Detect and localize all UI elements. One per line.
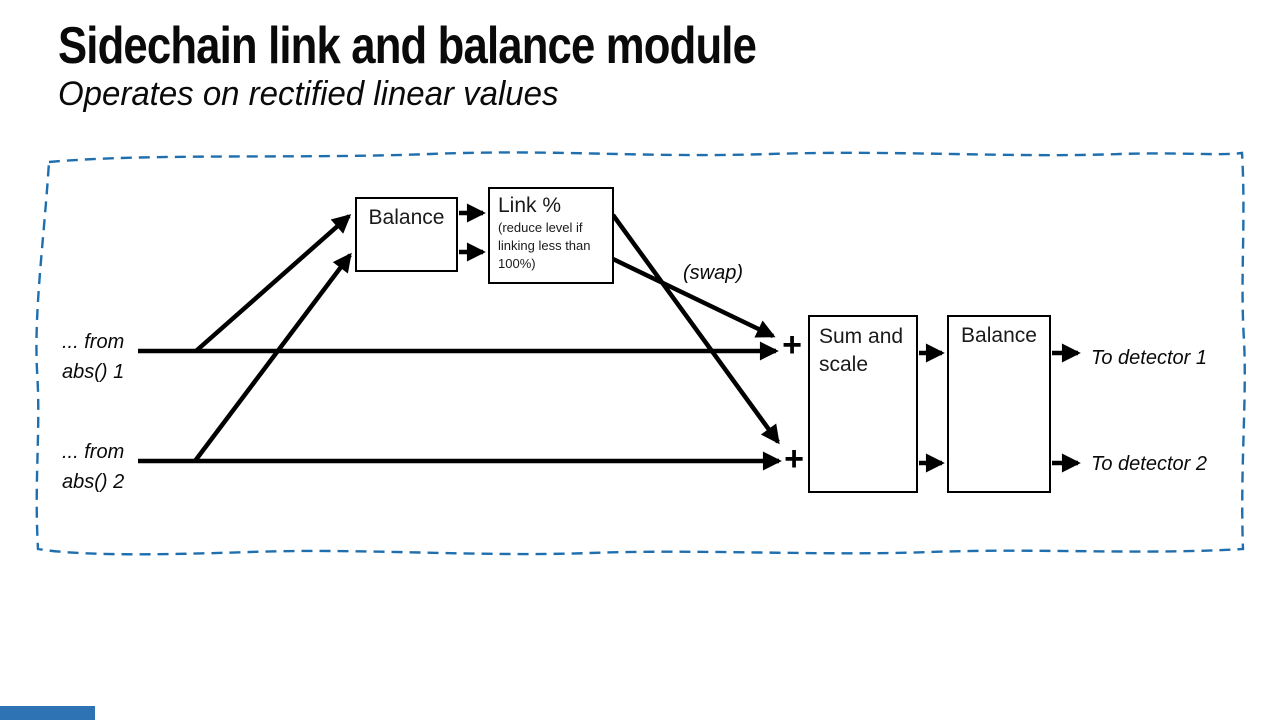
arrow-link-swap-to-upper-sum [612, 256, 776, 339]
input-label-abs2: ... from abs() 2 [62, 437, 124, 497]
link-percent-box: Link % (reduce level if linking less tha… [488, 187, 614, 284]
input-abs1-line1: ... from [62, 331, 125, 353]
input-label-abs1: ... from abs() 1 [62, 327, 124, 387]
link-note-line-3: 100%) [498, 256, 536, 271]
arrow-abs2-to-balance1 [193, 252, 352, 463]
sum-junction-plus-bottom: + [784, 440, 804, 478]
balance-box-2-label: Balance [961, 324, 1037, 347]
output-label-detector2: To detector 2 [1091, 453, 1208, 475]
signal-arrows [138, 203, 1081, 473]
balance-box-1-label: Balance [368, 206, 445, 229]
sum-and-scale-label-line2: scale [819, 353, 869, 376]
input-abs2-line2: abs() 2 [62, 471, 125, 493]
arrow-abs1-to-balance1 [194, 214, 352, 353]
footer-accent-bar [0, 706, 95, 720]
sum-and-scale-box: Sum and scale [808, 315, 918, 493]
balance-box-1: Balance [355, 197, 458, 272]
page-title: Sidechain link and balance module [58, 17, 757, 75]
module-boundary-dashed-border [35, 151, 1246, 556]
sum-and-scale-label-line1: Sum and [819, 325, 904, 348]
swap-label: (swap) [683, 262, 744, 284]
link-note-line-1: (reduce level if [498, 220, 583, 235]
input-abs2-line1: ... from [62, 441, 125, 463]
input-abs1-line2: abs() 1 [62, 361, 125, 383]
balance-box-2: Balance [947, 315, 1051, 493]
arrow-link-swap-to-lower-sum [611, 213, 780, 445]
page-subtitle: Operates on rectified linear values [58, 75, 559, 113]
link-percent-label: Link % [498, 194, 562, 217]
output-label-detector1: To detector 1 [1091, 347, 1208, 369]
link-note-line-2: linking less than [498, 238, 591, 253]
sum-junction-plus-top: + [782, 326, 802, 364]
